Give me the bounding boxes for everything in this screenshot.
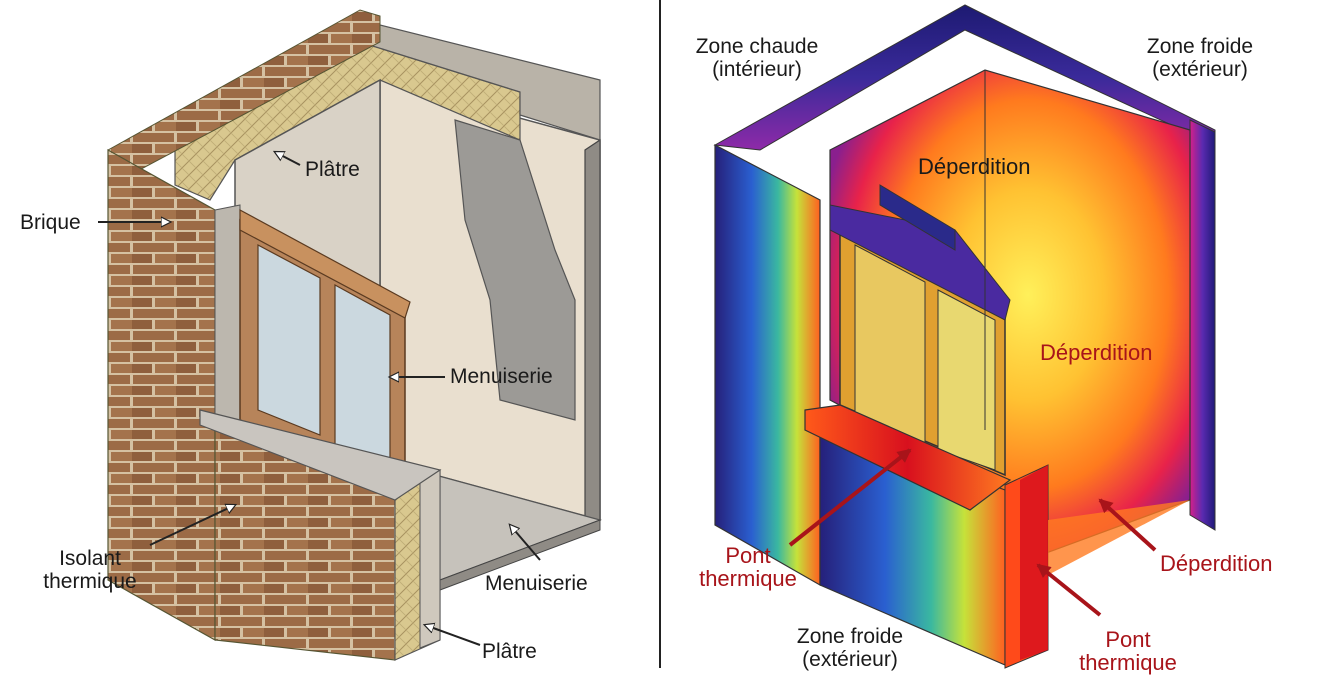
label-platre-bottom: Plâtre xyxy=(482,640,537,663)
thermal-left-wall xyxy=(714,144,821,587)
label-menuiserie-bottom: Menuiserie xyxy=(485,572,588,595)
label-zone-froide-bottom: Zone froide (extérieur) xyxy=(796,625,904,671)
thermal-right-wall xyxy=(1189,119,1216,531)
label-zone-chaude: Zone chaude (intérieur) xyxy=(695,35,819,81)
thermal-corner-column-hot xyxy=(1020,465,1048,660)
window-reveal xyxy=(214,204,241,421)
arrow-pont-right xyxy=(1036,563,1102,617)
arrow-pont-left xyxy=(788,448,912,547)
window-sill xyxy=(199,409,442,501)
outer-right-wall xyxy=(584,138,601,532)
label-platre-top: Plâtre xyxy=(305,158,360,181)
label-deperdition-right: Déperdition xyxy=(1160,551,1273,576)
label-menuiserie-window: Menuiserie xyxy=(450,365,553,388)
cut-panel xyxy=(454,119,576,421)
thermal-floor xyxy=(1048,500,1190,575)
window-glass-right xyxy=(334,283,391,471)
label-isolant: Isolant thermique xyxy=(43,547,137,593)
label-deperdition-mid: Déperdition xyxy=(1040,340,1153,365)
bottom-plaster-edge xyxy=(419,469,441,649)
arrow-deperdition-right xyxy=(1098,498,1157,552)
label-deperdition-top: Déperdition xyxy=(918,154,1031,179)
right-thermal-diagram xyxy=(713,4,1216,669)
label-pont-left: Pont thermique xyxy=(699,543,797,591)
thermal-window-glass-right xyxy=(937,289,996,471)
label-brique: Brique xyxy=(20,211,81,234)
window-glass-left xyxy=(257,244,321,436)
window-lintel xyxy=(239,208,411,319)
thermal-lintel-top xyxy=(879,184,956,251)
arrow-isolant xyxy=(149,505,235,546)
arrow-menuiserie-bottom xyxy=(510,525,541,561)
label-zone-froide-top: Zone froide (extérieur) xyxy=(1146,35,1254,81)
left-construction-diagram xyxy=(98,9,602,661)
arrow-platre-top xyxy=(275,152,301,166)
arrow-platre-bottom xyxy=(425,625,481,646)
label-pont-right: Pont thermique xyxy=(1079,627,1177,675)
